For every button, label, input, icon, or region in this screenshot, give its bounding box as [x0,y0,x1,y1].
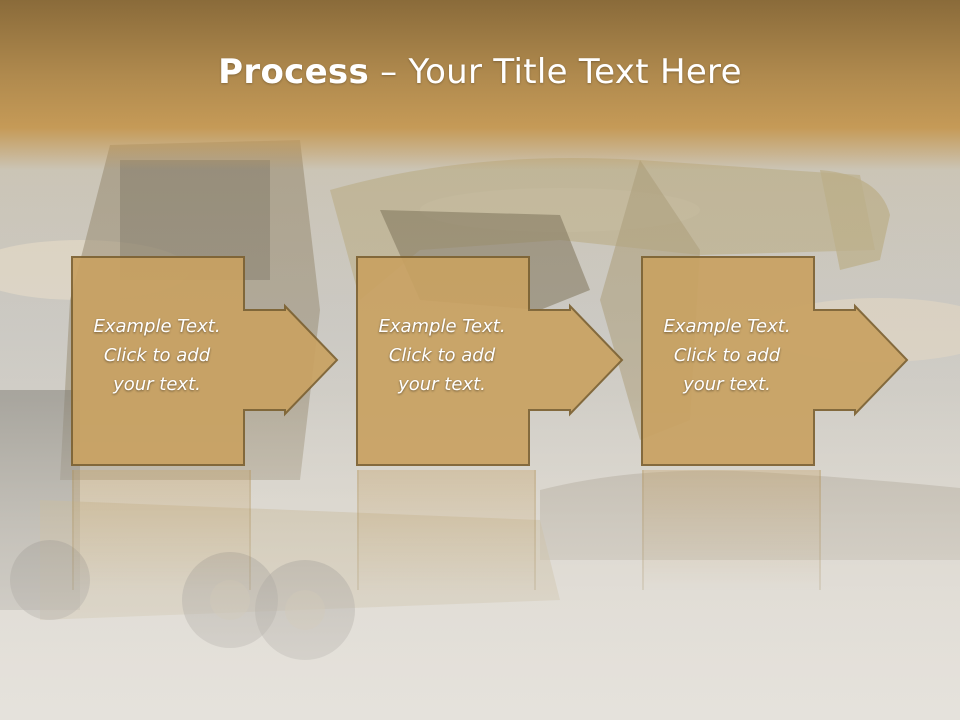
arrow-box-shape [71,256,339,466]
arrow-box-shape [641,256,909,466]
step-3-reflection [642,470,821,590]
title-rest: – Your Title Text Here [369,52,742,92]
step-text: Example Text. Click to add your text. [378,316,506,395]
process-step-3[interactable]: Example Text. Click to add your text. [641,256,960,466]
step-2-reflection [357,470,536,590]
title-bold: Process [218,52,370,92]
step-text: Example Text. Click to add your text. [93,316,221,395]
slide-title[interactable]: Process – Your Title Text Here [0,52,960,92]
process-step-1[interactable]: Example Text. Click to add your text. [71,256,931,466]
step-1-reflection [72,470,251,590]
process-step-2[interactable]: Example Text. Click to add your text. [356,256,960,466]
title-band [0,0,960,170]
step-text: Example Text. Click to add your text. [663,316,791,395]
arrow-box-shape [356,256,624,466]
